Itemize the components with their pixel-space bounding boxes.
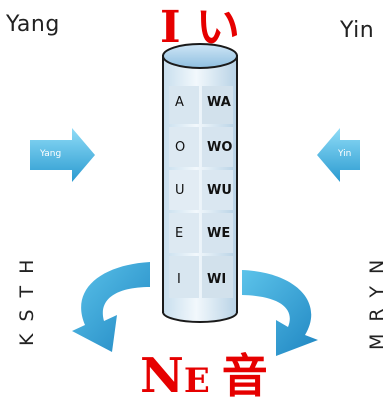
right-curved-arrow	[242, 270, 318, 356]
yin-arrow-label: Yin	[338, 149, 352, 159]
yang-arrow-shape	[30, 128, 95, 182]
cell-o: O	[175, 140, 186, 155]
cylinder-body	[162, 43, 238, 323]
cell-wu: WU	[207, 183, 232, 198]
bottom-red-small: E	[183, 361, 210, 401]
left-curved-arrow	[72, 262, 150, 352]
cell-a: A	[175, 95, 184, 110]
cell-u: U	[175, 183, 185, 198]
cell-wi: WI	[207, 272, 227, 287]
cell-wa: WA	[207, 95, 231, 110]
cell-e: E	[175, 226, 184, 241]
yang-top-label: Yang	[6, 12, 60, 37]
bottom-red-main: N	[140, 348, 184, 404]
right-vertical-consonants: MRYN	[366, 247, 388, 350]
cell-wo: WO	[207, 140, 233, 155]
bottom-red-kanji: 音	[221, 349, 268, 403]
yin-arrow-shape	[317, 128, 360, 182]
top-red-label: I い	[160, 2, 240, 53]
yin-top-label: Yin	[340, 18, 375, 43]
cell-we: WE	[207, 226, 231, 241]
left-vertical-consonants: KSTH	[16, 247, 38, 346]
yang-arrow-label: Yang	[40, 149, 62, 159]
cell-i: I	[177, 272, 181, 287]
